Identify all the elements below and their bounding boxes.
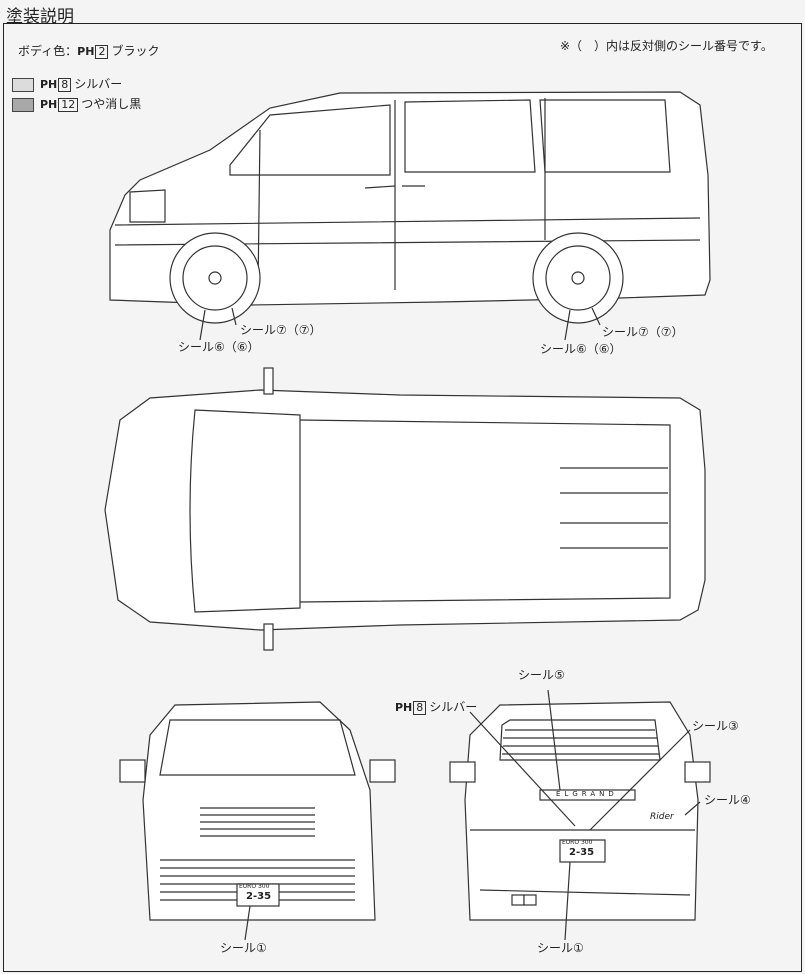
paint-name: ブラック (111, 44, 160, 58)
front-view-drawing (119, 701, 396, 941)
body-color-label: ボディ色： (18, 44, 78, 58)
seal-label-1-rear: シール① (537, 941, 584, 955)
seal-label-1-front: シール① (220, 941, 267, 955)
ph-mark: PH (40, 78, 58, 91)
paint-number: 8 (413, 701, 427, 715)
seal-note: ※（ ）内は反対側のシール番号です。 (560, 39, 773, 53)
rear-view-drawing (449, 689, 711, 941)
rear-emblem: ELGRAND (556, 790, 618, 798)
rider-badge: Rider (650, 812, 674, 822)
ph-mark: PH (395, 701, 413, 714)
diagram-frame (3, 23, 802, 972)
paint-number: 8 (58, 78, 72, 92)
seal-label-7-front: シール⑦（⑦） (240, 323, 322, 337)
paint-name: つや消し黒 (81, 97, 142, 111)
seal-label-3: シール③ (692, 719, 739, 733)
rear-license-plate (559, 839, 606, 863)
front-plate-number: 2-35 (246, 891, 272, 902)
paint-number: 12 (58, 98, 79, 112)
rear-plate-top: EURO 300 (562, 839, 593, 846)
top-view-drawing (104, 367, 706, 651)
paint-name: シルバー (429, 700, 478, 714)
front-license-plate (236, 883, 280, 907)
seal-label-7-rear: シール⑦（⑦） (602, 325, 684, 339)
color-swatch (12, 97, 34, 112)
ph-mark: PH (77, 45, 95, 58)
seal-label-4: シール④ (704, 793, 751, 807)
color-swatch (12, 77, 34, 92)
front-plate-top: EURO 300 (239, 883, 270, 890)
seal-label-5: シール⑤ (518, 668, 565, 682)
paint-name: シルバー (74, 77, 123, 91)
ph-mark: PH (40, 98, 58, 111)
rear-plate-number: 2-35 (569, 847, 595, 858)
paint-number: 2 (95, 45, 109, 59)
page-title: 塗装説明 (6, 7, 74, 27)
side-view-drawing (109, 91, 711, 341)
seal-label-6-rear: シール⑥（⑥） (540, 342, 622, 356)
seal-label-6-front: シール⑥（⑥） (178, 340, 260, 354)
